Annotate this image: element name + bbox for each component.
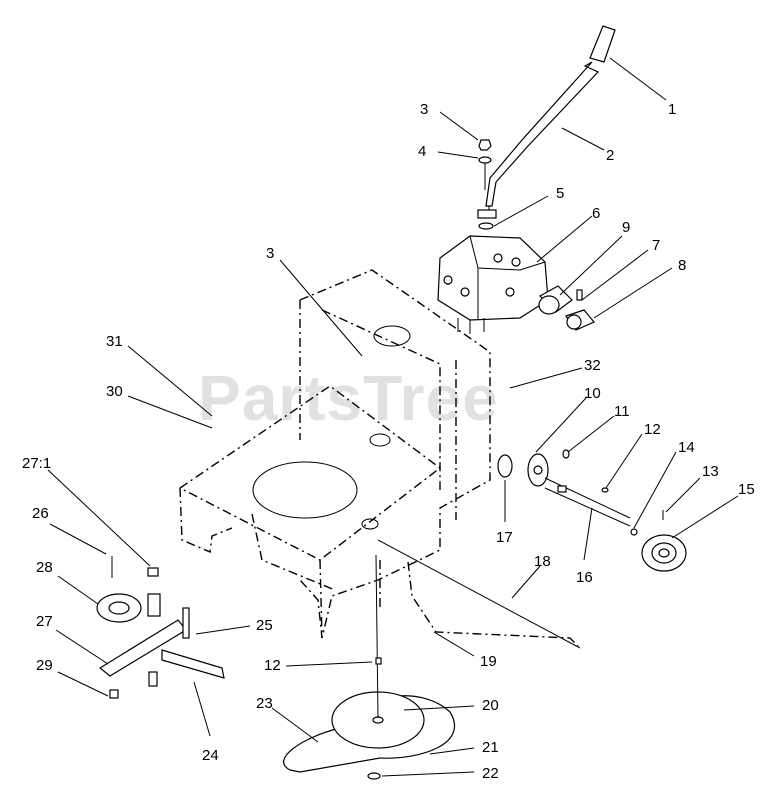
callout-15: 15 (738, 481, 755, 498)
leader-lines (47, 57, 739, 777)
callout-30: 30 (106, 383, 123, 400)
callout-19: 19 (480, 653, 497, 670)
callout-22: 22 (482, 765, 499, 782)
callout-18: 18 (534, 553, 551, 570)
callout-5: 5 (556, 185, 564, 202)
callout-23: 23 (256, 695, 273, 712)
callout-25: 25 (256, 617, 273, 634)
callout-14: 14 (678, 439, 695, 456)
frame (179, 269, 579, 647)
callout-12-shaft: 12 (264, 657, 281, 674)
callout-12-axle: 12 (644, 421, 661, 438)
callout-28: 28 (36, 559, 53, 576)
callout-7: 7 (652, 237, 660, 254)
callout-11: 11 (614, 403, 630, 420)
callout-26: 26 (32, 505, 49, 522)
tension-rod (377, 539, 581, 649)
coupling (538, 285, 595, 331)
callout-2: 2 (606, 147, 614, 164)
callout-4: 4 (418, 143, 426, 160)
shift-lever (485, 25, 616, 215)
callout-8: 8 (678, 257, 686, 274)
callout-16: 16 (576, 569, 593, 586)
callout-21: 21 (482, 739, 499, 756)
callout-10: 10 (584, 385, 601, 402)
callout-3-top: 3 (420, 101, 428, 118)
callout-29: 29 (36, 657, 53, 674)
callout-24: 24 (202, 747, 219, 764)
callout-27: 27 (36, 613, 53, 630)
callout-20: 20 (482, 697, 499, 714)
callout-13: 13 (702, 463, 719, 480)
lever-hardware (477, 139, 497, 230)
gearbox (437, 235, 549, 334)
callout-27-1: 27:1 (22, 455, 51, 472)
callout-3-frame: 3 (266, 245, 274, 262)
callout-32: 32 (584, 357, 601, 374)
callout-17: 17 (496, 529, 513, 546)
callout-1: 1 (668, 101, 676, 118)
axle-assembly (497, 449, 631, 527)
callouts: 1 2 3 4 5 6 9 7 8 3 31 32 30 10 11 12 14… (22, 101, 755, 782)
belt-and-pulley (283, 554, 456, 780)
callout-6: 6 (592, 205, 600, 222)
drive-pulley (630, 510, 687, 572)
idler-assembly (96, 556, 225, 699)
watermark: PartsTree (198, 362, 499, 434)
callout-31: 31 (106, 333, 123, 350)
callout-9: 9 (622, 219, 630, 236)
